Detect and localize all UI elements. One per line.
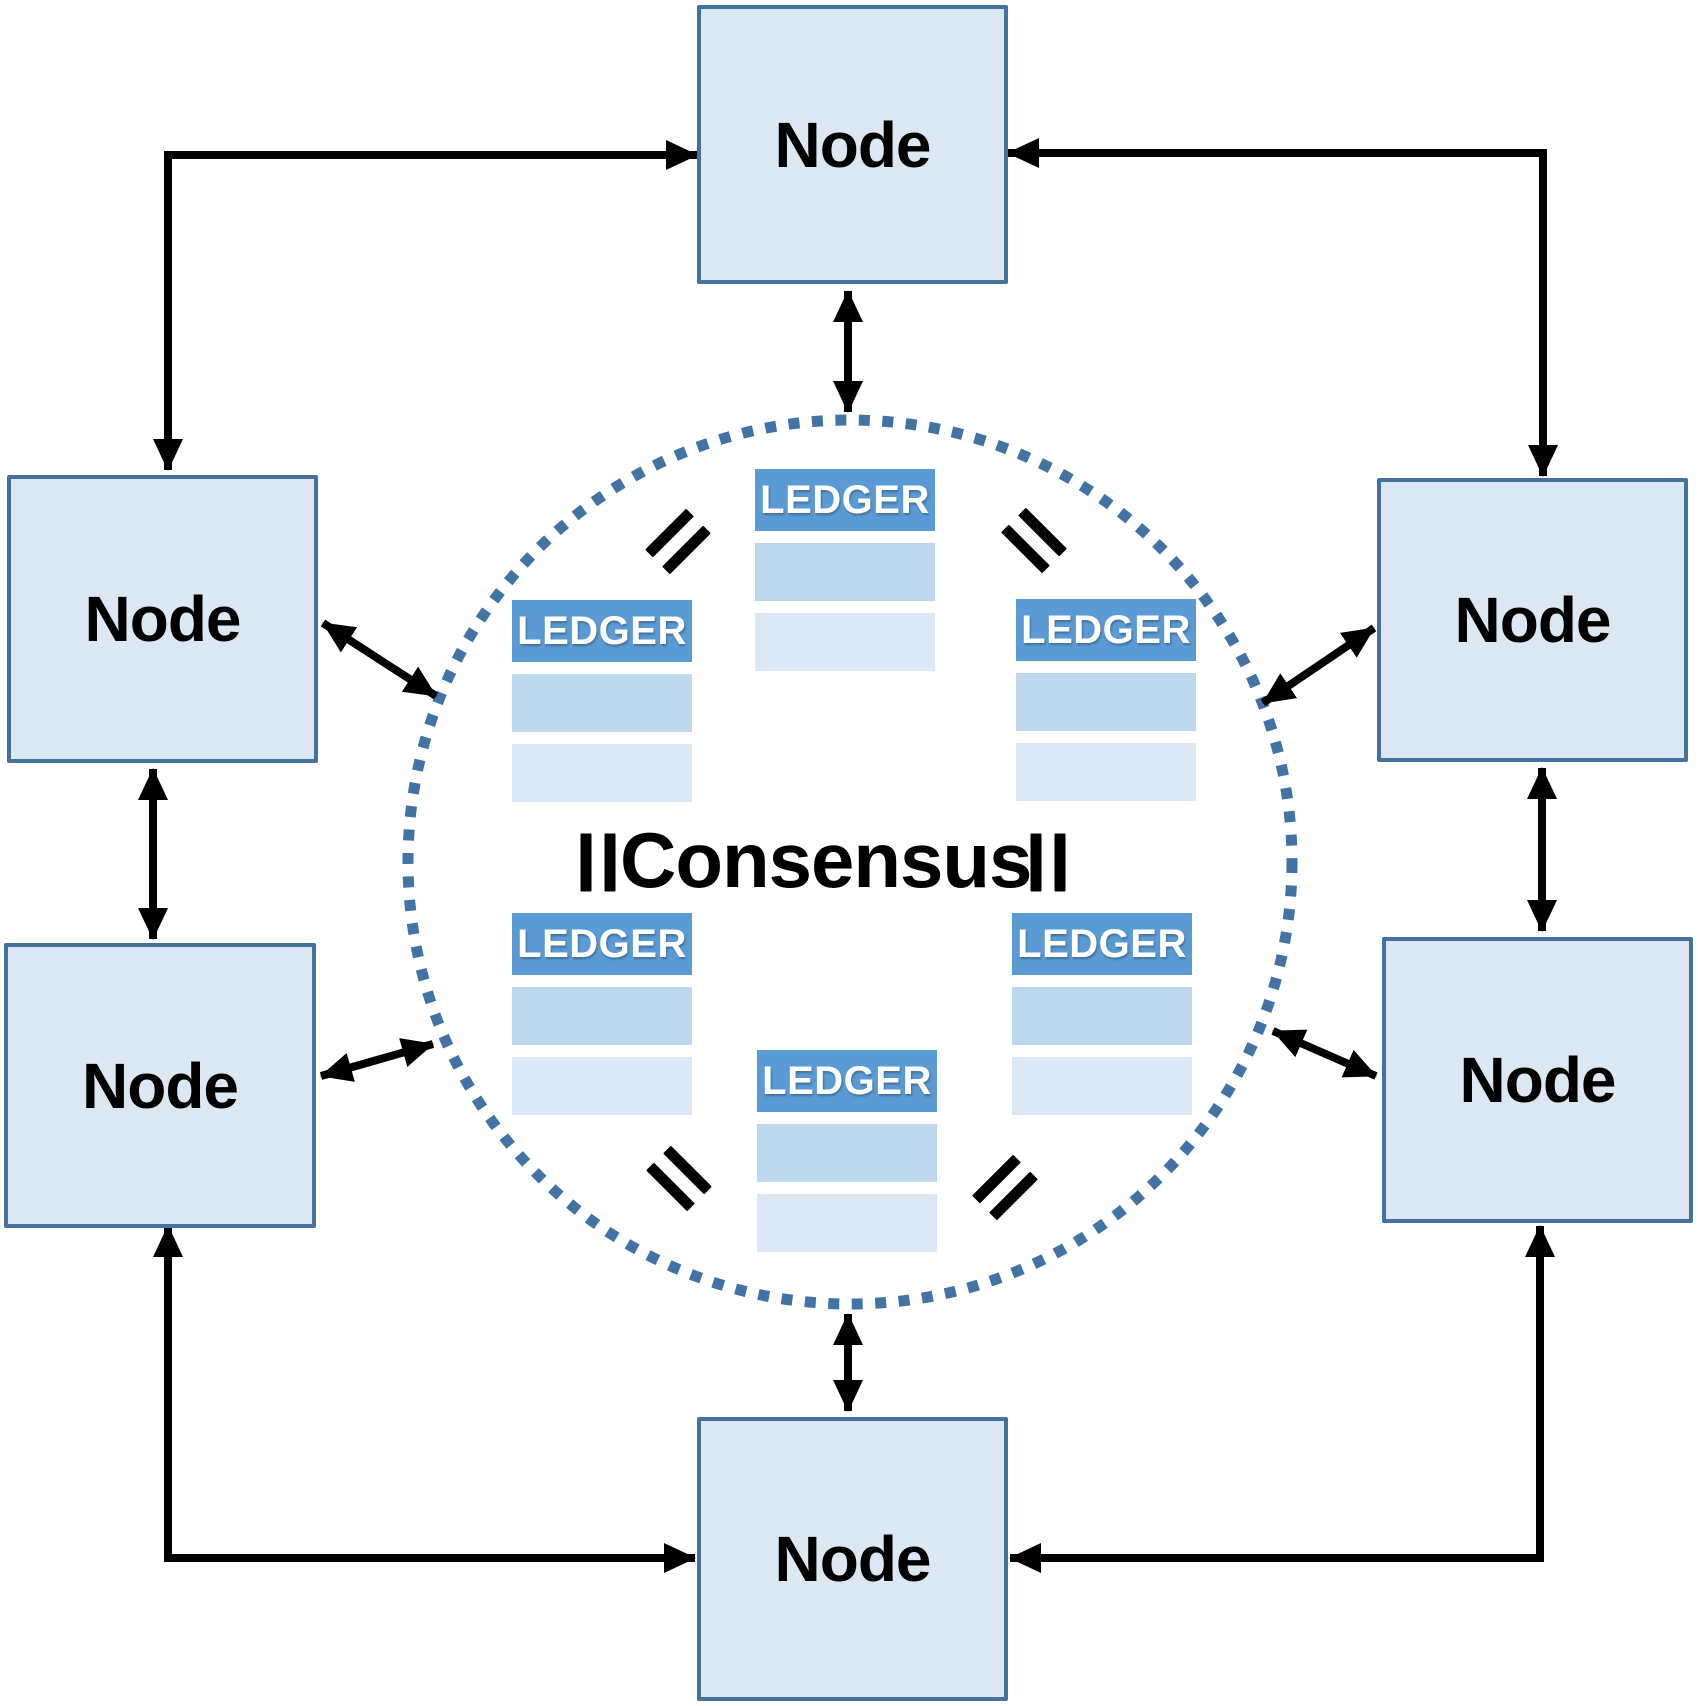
ledger-row <box>755 613 935 671</box>
ledger-block-middle-right: LEDGER <box>1016 599 1196 801</box>
node-box-upper-left: Node <box>7 475 318 763</box>
arrow-lower-left-node-to-circle <box>319 1038 435 1082</box>
ledger-row <box>757 1124 937 1182</box>
arrow-top-node-to-upper-right-node <box>1007 138 1558 477</box>
node-label: Node <box>774 108 932 181</box>
ledger-row <box>512 744 692 802</box>
ledger-header: LEDGER <box>512 600 692 662</box>
ledger-block-top-center: LEDGER <box>755 469 935 671</box>
ledger-row <box>512 987 692 1045</box>
equals-bar <box>604 833 616 892</box>
ledger-header: LEDGER <box>1016 599 1196 661</box>
equals-icon <box>1030 833 1066 892</box>
equals-bar <box>580 833 592 892</box>
consensus-title: Consensus <box>620 816 1032 904</box>
equals-icon <box>580 833 616 892</box>
node-label: Node <box>1459 1044 1617 1116</box>
ledger-row <box>1012 1057 1192 1115</box>
arrow-circle-to-lower-right-node <box>1271 1027 1378 1080</box>
node-box-upper-right: Node <box>1377 478 1688 762</box>
ledger-header: LEDGER <box>757 1050 937 1112</box>
node-box-top: Node <box>697 5 1008 284</box>
ledger-row <box>1016 743 1196 801</box>
equals-bar <box>1030 833 1042 892</box>
ledger-header: LEDGER <box>755 469 935 531</box>
ledger-block-middle-left: LEDGER <box>512 600 692 802</box>
ledger-block-bottom-left: LEDGER <box>512 913 692 1115</box>
node-label: Node <box>84 583 242 655</box>
ledger-row <box>1016 673 1196 731</box>
ledger-row <box>512 1057 692 1115</box>
node-label: Node <box>1454 584 1612 656</box>
ledger-header: LEDGER <box>512 913 692 975</box>
ledger-row <box>757 1194 937 1252</box>
ledger-header: LEDGER <box>1012 913 1192 975</box>
ledger-block-bottom-right: LEDGER <box>1012 913 1192 1115</box>
node-box-lower-left: Node <box>4 943 316 1228</box>
ledger-row <box>755 543 935 601</box>
node-label: Node <box>82 1049 239 1122</box>
arrow-lower-left-node-to-bottom-node <box>153 1225 696 1573</box>
arrow-circle-to-upper-right-node <box>1260 624 1377 707</box>
ledger-row <box>512 674 692 732</box>
consensus-dotted-circle <box>402 414 1298 1310</box>
arrow-upper-left-node-to-circle <box>320 619 439 700</box>
arrow-lower-right-node-to-bottom-node <box>1009 1225 1555 1573</box>
equals-bar <box>1054 833 1066 892</box>
ledger-row <box>1012 987 1192 1045</box>
node-box-bottom: Node <box>697 1417 1008 1701</box>
node-box-lower-right: Node <box>1382 937 1693 1223</box>
arrow-top-node-to-upper-left-node <box>153 140 698 471</box>
ledger-block-bottom-center: LEDGER <box>757 1050 937 1252</box>
node-label: Node <box>774 1523 932 1595</box>
